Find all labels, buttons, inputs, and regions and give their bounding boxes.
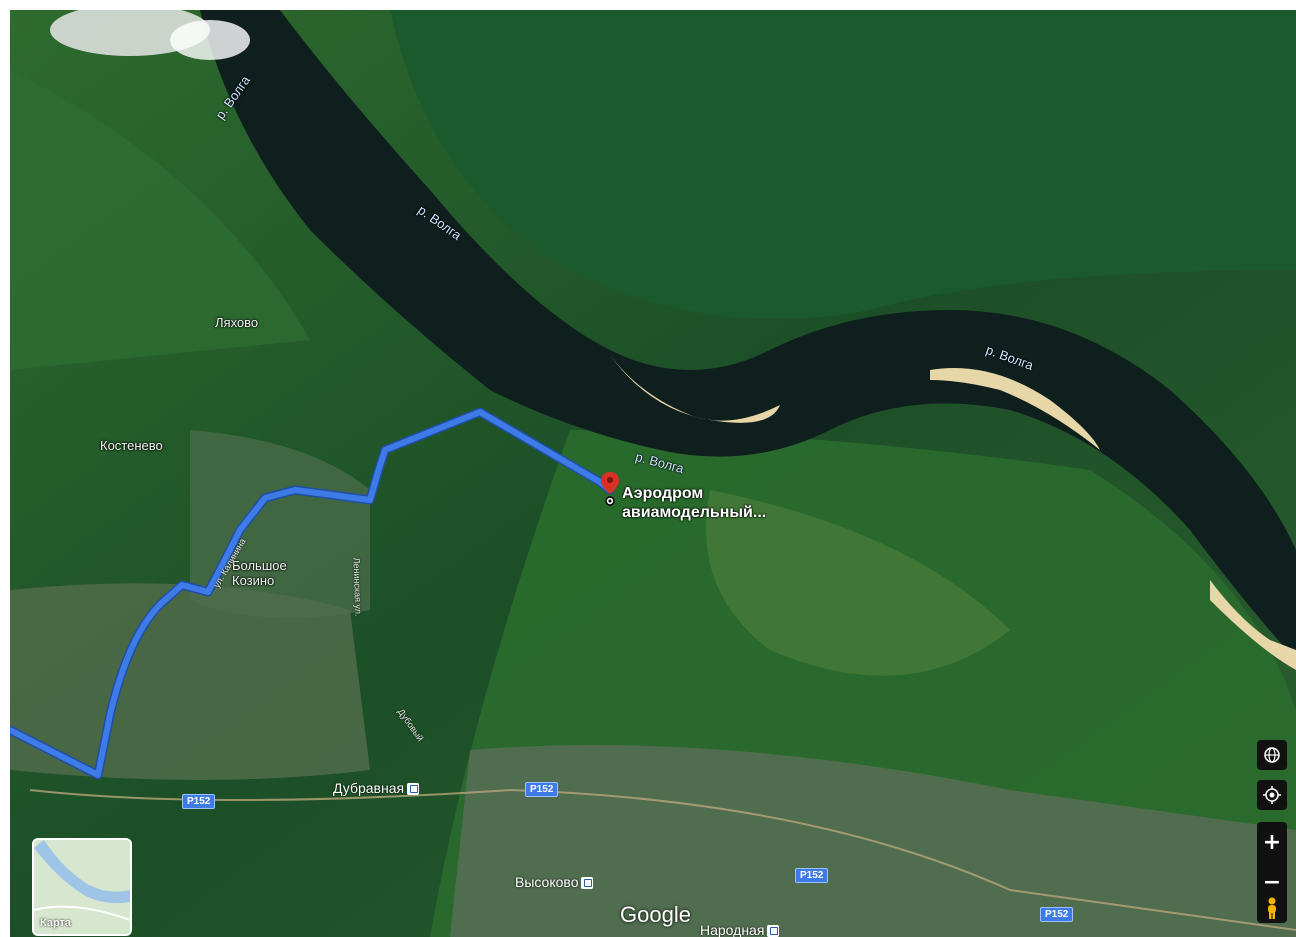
road-shield-p152: P152 — [795, 868, 829, 883]
google-logo: Google — [620, 902, 691, 927]
rail-station-icon — [767, 925, 780, 937]
road-shield-p152: P152 — [1040, 907, 1074, 922]
rail-station-icon — [581, 877, 594, 890]
map-view[interactable]: р. Волга р. Волга р. Волга р. Волга Ляхо… — [10, 10, 1296, 937]
road-shield-p152: P152 — [525, 782, 559, 797]
destination-label[interactable]: Аэродром авиамодельный... — [622, 484, 766, 522]
globe-button[interactable] — [1257, 740, 1287, 770]
rail-station-narodnaya[interactable]: Народная — [700, 922, 780, 937]
rail-station-dubravnaya[interactable]: Дубравная — [333, 780, 420, 796]
station-name: Высоково — [515, 874, 579, 890]
pegman-icon — [1268, 897, 1276, 919]
road-shield-p152: P152 — [182, 794, 216, 809]
globe-icon — [1264, 747, 1280, 763]
town-label-kostenevo: Костенево — [100, 438, 163, 453]
destination-line2: авиамодельный... — [622, 504, 767, 521]
town-label-bolshoe-kozino: Большое Козино — [232, 558, 287, 588]
zoom-out-button[interactable]: − — [1262, 869, 1282, 895]
map-type-label: Карта — [40, 917, 72, 929]
zoom-controls: + − — [1257, 822, 1287, 902]
street-label: Ленинская ул. — [351, 557, 364, 617]
satellite-imagery — [10, 10, 1296, 937]
my-location-button[interactable] — [1257, 780, 1287, 810]
station-name: Дубравная — [333, 780, 405, 796]
rail-station-vysokovo[interactable]: Высоково — [515, 874, 594, 890]
map-thumbnail-icon — [34, 840, 130, 934]
destination-line1: Аэродром — [622, 485, 704, 502]
destination-pin-icon[interactable] — [601, 472, 619, 506]
town-label-lyakhovo: Ляхово — [215, 315, 259, 330]
station-name: Народная — [700, 922, 765, 937]
rail-station-icon — [407, 783, 420, 796]
pegman-button[interactable] — [1257, 893, 1287, 923]
locate-icon — [1263, 786, 1281, 804]
zoom-in-button[interactable]: + — [1262, 829, 1282, 855]
map-type-toggle[interactable]: Карта — [32, 838, 132, 936]
